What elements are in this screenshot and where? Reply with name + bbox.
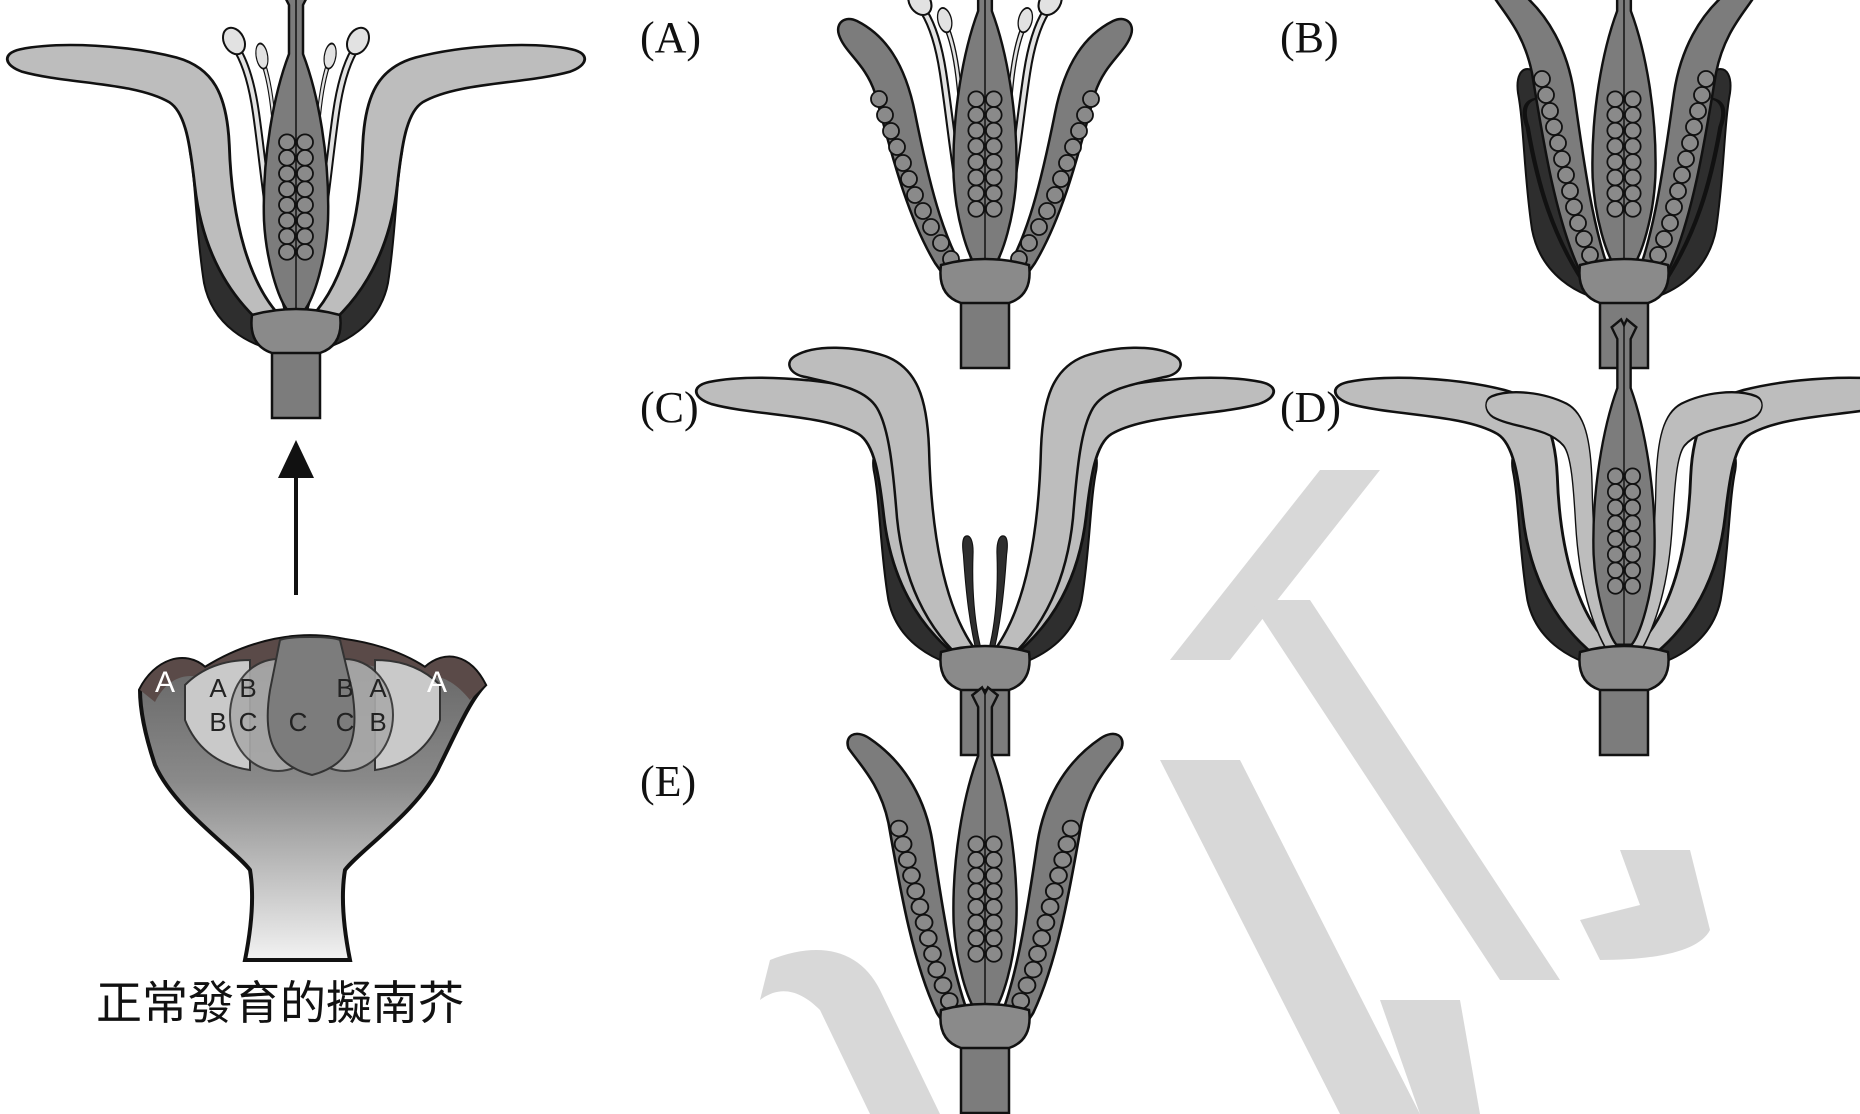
panel-label-a: (A) [640,13,702,62]
zone-label-outer-right: A [427,666,447,699]
flower-panel-d [1333,318,1860,757]
zone-label-right-top-1: B [336,673,353,703]
zone-label-right-bottom-2: B [369,707,386,737]
zone-label-center: C [289,707,308,737]
watermark-logo [760,470,1710,1114]
zone-label-left-top-1: A [209,673,227,703]
flower-panel-a [836,0,1134,370]
panel-label-e: (E) [640,757,697,806]
panel-label-d: (D) [1280,383,1342,432]
normal-flower [5,0,587,420]
floral-meristem: A A A B B C C B A C B [137,634,488,962]
zone-label-right-bottom-1: C [336,707,355,737]
panel-label-b: (B) [1280,13,1339,62]
panel-label-c: (C) [640,383,699,432]
zone-label-right-top-2: A [369,673,387,703]
zone-label-left-top-2: B [239,673,256,703]
caption-normal-flower: 正常發育的擬南芥 [96,976,464,1030]
flower-panel-b [1491,0,1757,370]
zone-label-outer-left: A [155,666,175,699]
zone-label-left-bottom-2: C [239,707,258,737]
zone-label-left-bottom-1: B [209,707,226,737]
development-arrow [278,440,314,595]
